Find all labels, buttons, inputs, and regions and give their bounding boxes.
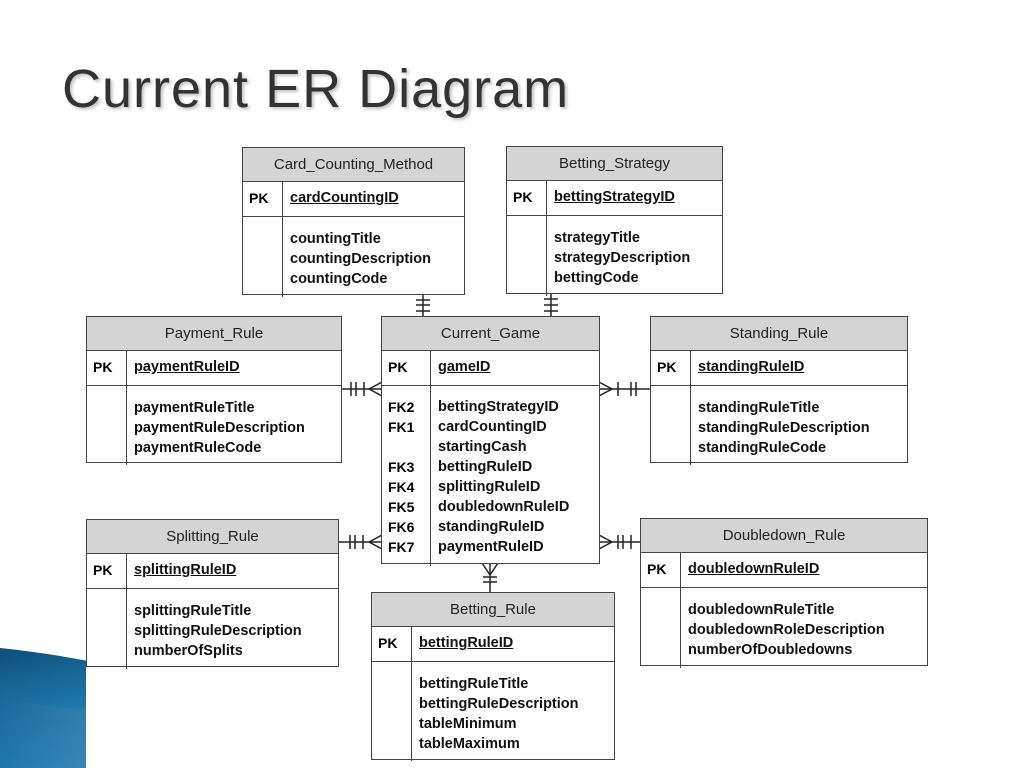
attribute: bettingRuleDescription [419, 696, 579, 712]
connector-betting-strategy [544, 294, 558, 317]
entity-name: Standing_Rule [651, 317, 907, 351]
attribute: standingRuleDescription [698, 420, 870, 436]
attribute: tableMinimum [419, 716, 517, 732]
fk-label: FK2 [388, 399, 415, 415]
pk-label: PK [87, 351, 127, 385]
entity-payment-rule: Payment_Rule PK paymentRuleID paymentRul… [86, 316, 342, 465]
attribute: numberOfSplits [134, 643, 243, 659]
attribute: numberOfDoubledowns [688, 642, 853, 658]
attribute: splittingRuleTitle [134, 603, 252, 619]
attribute: standingRuleTitle [698, 400, 820, 416]
attribute: splittingRuleDescription [134, 623, 302, 639]
attributes-row: splittingRuleTitle splittingRuleDescript… [87, 589, 338, 669]
entity-current-game: Current_Game PK gameID FK2 FK1 FK3 FK4 F… [381, 316, 600, 566]
pk-label: PK [87, 554, 127, 588]
entity-name: Splitting_Rule [87, 520, 338, 554]
entity-doubledown-rule: Doubledown_Rule PK doubledownRuleID doub… [640, 518, 928, 668]
attribute: standingRuleCode [698, 440, 827, 456]
attribute: doubledownRuleTitle [688, 602, 835, 618]
attributes-row: standingRuleTitle standingRuleDescriptio… [651, 386, 907, 465]
pk-field: splittingRuleID [134, 562, 237, 578]
pk-row: PK bettingRuleID [372, 627, 614, 662]
connector-betting-rule [481, 562, 499, 593]
attribute: startingCash [438, 439, 527, 455]
fk-label: FK4 [388, 479, 415, 495]
fk-label: FK6 [388, 519, 415, 535]
pk-field: doubledownRuleID [688, 561, 820, 577]
pk-field: cardCountingID [290, 190, 399, 206]
fk-label: FK5 [388, 499, 415, 515]
entity-name: Betting_Strategy [507, 147, 722, 181]
pk-row: PK standingRuleID [651, 351, 907, 386]
attribute: standingRuleID [438, 519, 545, 535]
entity-name: Payment_Rule [87, 317, 341, 351]
attribute: splittingRuleID [438, 479, 541, 495]
entity-card-counting-method: Card_Counting_Method PK cardCountingID c… [242, 147, 465, 297]
attribute: doubledownRuleID [438, 499, 570, 515]
pk-row: PK cardCountingID [243, 182, 464, 217]
pk-row: PK paymentRuleID [87, 351, 341, 386]
attribute: countingDescription [290, 251, 431, 267]
attribute: bettingRuleTitle [419, 676, 529, 692]
pk-label: PK [507, 181, 547, 215]
attribute: tableMaximum [419, 736, 520, 752]
connector-doubledown-rule [598, 534, 641, 550]
fk-label: FK1 [388, 419, 415, 435]
attribute: doubledownRoleDescription [688, 622, 885, 638]
attribute: bettingCode [554, 270, 639, 286]
pk-field: paymentRuleID [134, 359, 240, 375]
pk-label: PK [641, 553, 681, 587]
attribute: paymentRuleTitle [134, 400, 255, 416]
fk-label: FK3 [388, 459, 415, 475]
pk-label: PK [382, 351, 431, 385]
pk-label: PK [651, 351, 691, 385]
entity-standing-rule: Standing_Rule PK standingRuleID standing… [650, 316, 908, 465]
pk-row: PK bettingStrategyID [507, 181, 722, 216]
attribute: bettingRuleID [438, 459, 533, 475]
connector-standing-rule [598, 381, 651, 397]
attributes-row: paymentRuleTitle paymentRuleDescription … [87, 386, 341, 465]
pk-label: PK [372, 627, 412, 661]
pk-row: PK gameID [382, 351, 599, 386]
attribute: countingCode [290, 271, 388, 287]
attributes-row: FK2 FK1 FK3 FK4 FK5 FK6 FK7 bettingStrat… [382, 386, 599, 566]
attribute: strategyTitle [554, 230, 640, 246]
pk-field: bettingRuleID [419, 635, 514, 651]
attribute: paymentRuleDescription [134, 420, 305, 436]
fk-label: FK7 [388, 539, 415, 555]
pk-row: PK doubledownRuleID [641, 553, 927, 588]
attribute: paymentRuleCode [134, 440, 262, 456]
attributes-row: countingTitle countingDescription counti… [243, 217, 464, 297]
pk-field: standingRuleID [698, 359, 805, 375]
connector-card-counting [416, 295, 430, 317]
pk-row: PK splittingRuleID [87, 554, 338, 589]
entity-name: Card_Counting_Method [243, 148, 464, 182]
attribute: bettingStrategyID [438, 399, 559, 415]
pk-label: PK [243, 182, 283, 216]
slide-title: Current ER Diagram [62, 59, 570, 119]
entity-name: Betting_Rule [372, 593, 614, 627]
entity-betting-strategy: Betting_Strategy PK bettingStrategyID st… [506, 146, 723, 296]
connector-payment-rule [342, 381, 383, 397]
entity-name: Doubledown_Rule [641, 519, 927, 553]
attribute: paymentRuleID [438, 539, 544, 555]
fk-label [388, 437, 430, 457]
entity-name: Current_Game [382, 317, 599, 351]
entity-betting-rule: Betting_Rule PK bettingRuleID bettingRul… [371, 592, 615, 761]
attribute: strategyDescription [554, 250, 691, 266]
attributes-row: bettingRuleTitle bettingRuleDescription … [372, 662, 614, 761]
entity-splitting-rule: Splitting_Rule PK splittingRuleID splitt… [86, 519, 339, 669]
attributes-row: doubledownRuleTitle doubledownRoleDescri… [641, 588, 927, 668]
attributes-row: strategyTitle strategyDescription bettin… [507, 216, 722, 296]
connector-splitting-rule [339, 534, 383, 550]
attribute: countingTitle [290, 231, 381, 247]
pk-field: bettingStrategyID [554, 189, 675, 205]
attribute: cardCountingID [438, 419, 547, 435]
pk-field: gameID [438, 359, 491, 375]
